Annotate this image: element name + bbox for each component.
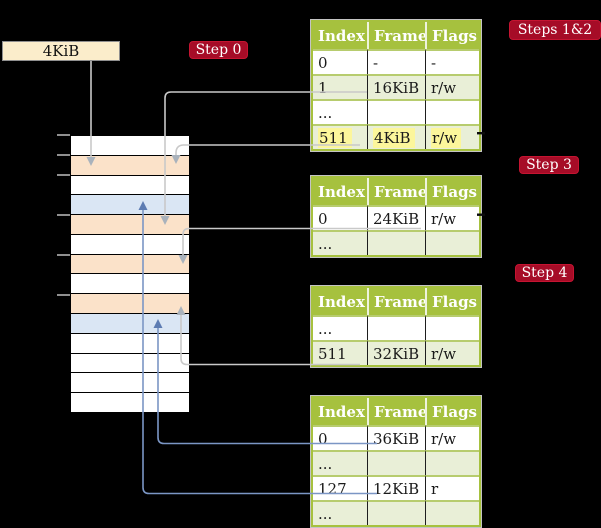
table-cell: 4KiB: [367, 124, 425, 149]
table-cell: 24KiB: [367, 205, 425, 230]
header-cell-frame: Frame: [367, 178, 427, 205]
header-cell-flags: Flags: [425, 22, 479, 49]
memory-frame-row-white: [71, 393, 189, 412]
memory-frame-row-white: [71, 234, 189, 255]
table-cell: ...: [313, 230, 367, 255]
highlighted-value: r/w: [431, 127, 462, 148]
table-cell: [425, 99, 479, 124]
table-cell: r/w: [425, 425, 479, 450]
table-cell: 0: [313, 425, 367, 450]
table-cell: [425, 450, 479, 475]
memory-frame-row-peach: [71, 254, 189, 275]
badge-steps-1-2: Steps 1&2: [509, 20, 601, 40]
memory-frame-row-white: [71, 274, 189, 295]
memory-frame-row-blue: [71, 195, 189, 216]
header-cell-flags: Flags: [425, 398, 479, 425]
memory-frame-row-peach: [71, 294, 189, 315]
badge-step-3-label: Step 3: [526, 157, 572, 173]
table-cell: [367, 500, 425, 525]
table-cell: -: [425, 49, 479, 74]
page-size-label: 4KiB: [42, 42, 80, 60]
table-cell: 1: [313, 74, 367, 99]
header-cell-index: Index: [313, 288, 367, 315]
table-cell: 16KiB: [367, 74, 425, 99]
memory-frame-row-white: [71, 175, 189, 196]
table-cell: [367, 230, 425, 255]
badge-step-4: Step 4: [515, 264, 574, 282]
highlighted-value: 4KiB: [373, 127, 415, 148]
table-cell: -: [367, 49, 425, 74]
header-cell-index: Index: [313, 22, 367, 49]
table-cell: 0: [313, 49, 367, 74]
table-cell: [367, 99, 425, 124]
table-cell: [367, 315, 425, 340]
header-cell-index: Index: [313, 398, 367, 425]
table-cell: ...: [313, 315, 367, 340]
memory-frame-row-white: [71, 333, 189, 354]
page-size-box: 4KiB: [2, 41, 120, 61]
table-cell: 36KiB: [367, 425, 425, 450]
page-table-3: Index Frame Flags ... 511 32KiB r/w: [311, 286, 481, 367]
table-cell: [425, 230, 479, 255]
page-table-2: Index Frame Flags 0 24KiB r/w ...: [311, 176, 481, 257]
frame-boundary-tick: [57, 134, 70, 136]
memory-frame-row-blue: [71, 314, 189, 334]
header-cell-frame: Frame: [367, 398, 427, 425]
header-cell-frame: Frame: [367, 288, 427, 315]
memory-frame-row-white: [71, 136, 189, 156]
memory-frame-row-peach: [71, 155, 189, 176]
table-cell: r/w: [425, 124, 479, 149]
frame-boundary-tick: [57, 254, 70, 256]
table-cell: r/w: [425, 340, 479, 365]
table-cell: [367, 450, 425, 475]
table-cell: 511: [313, 340, 367, 365]
memory-frame-row-white: [71, 373, 189, 394]
table-cell: 0: [313, 205, 367, 230]
table-cell: ...: [313, 99, 367, 124]
table-cell: 32KiB: [367, 340, 425, 365]
frame-boundary-tick: [57, 154, 70, 156]
table-cell: r/w: [425, 205, 479, 230]
table-cell: 127: [313, 475, 367, 500]
highlighted-value: 511: [318, 127, 352, 148]
table-cell: [425, 315, 479, 340]
badge-step-0-label: Step 0: [195, 42, 242, 58]
table-cell: r: [425, 475, 479, 500]
header-cell-flags: Flags: [425, 288, 479, 315]
header-cell-frame: Frame: [367, 22, 427, 49]
header-cell-index: Index: [313, 178, 367, 205]
page-table-4: Index Frame Flags 0 36KiB r/w ... 127 12…: [311, 396, 481, 527]
frame-boundary-tick: [57, 294, 70, 296]
header-cell-flags: Flags: [425, 178, 479, 205]
memory-frame-row-white: [71, 353, 189, 374]
badge-steps-1-2-label: Steps 1&2: [517, 22, 593, 38]
table-cell: [425, 500, 479, 525]
frame-boundary-tick: [57, 174, 70, 176]
memory-column: [70, 135, 190, 413]
table-cell: ...: [313, 500, 367, 525]
table-cell: ...: [313, 450, 367, 475]
badge-step-3: Step 3: [519, 156, 579, 174]
memory-frame-row-peach: [71, 215, 189, 235]
table-cell: 511: [313, 124, 367, 149]
table-cell: r/w: [425, 74, 479, 99]
badge-step-0: Step 0: [189, 41, 248, 59]
frame-boundary-tick: [57, 214, 70, 216]
table-cell: 12KiB: [367, 475, 425, 500]
page-table-1: Index Frame Flags 0 - - 1 16KiB r/w ... …: [311, 20, 481, 151]
badge-step-4-label: Step 4: [521, 265, 568, 281]
